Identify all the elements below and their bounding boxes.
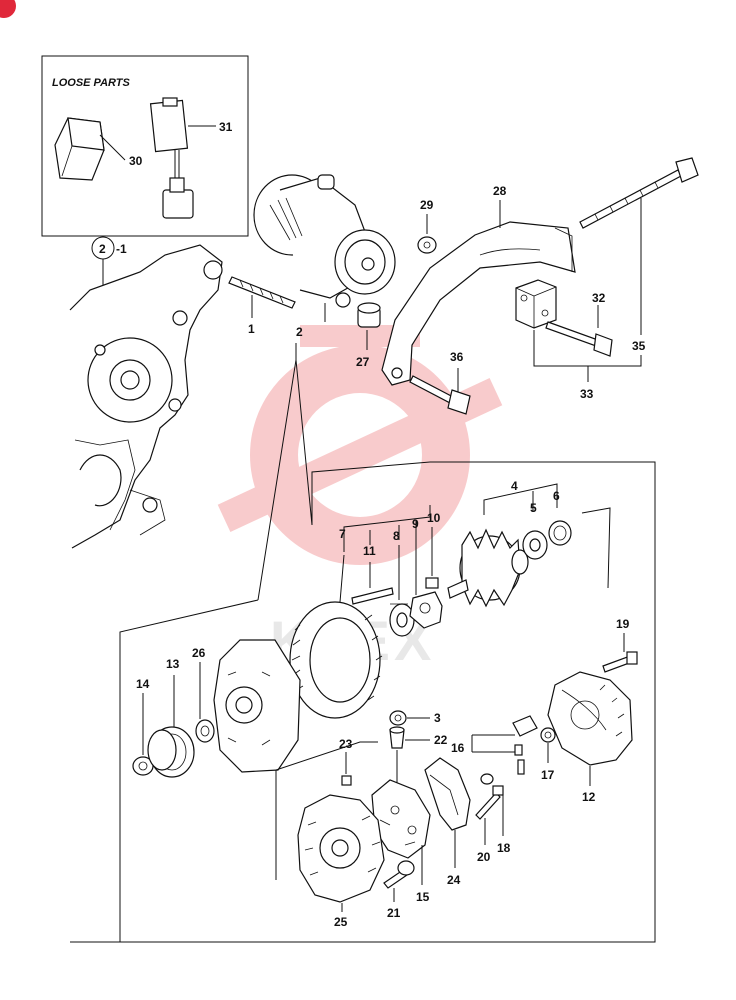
callout-20: 20 xyxy=(477,850,491,864)
stud-part-1 xyxy=(228,276,296,318)
callout-24: 24 xyxy=(447,873,461,887)
exploded-view-frame xyxy=(119,461,656,943)
bolt-part-36 xyxy=(409,375,471,415)
loose-parts-box: LOOSE PARTS 30 31 xyxy=(41,55,249,237)
stator-part-7 xyxy=(289,601,383,719)
callout-30: 30 xyxy=(129,154,143,168)
callout-33: 33 xyxy=(580,387,594,401)
callout-26: 26 xyxy=(192,646,206,660)
callout-31: 31 xyxy=(219,120,233,134)
callout-13: 13 xyxy=(166,657,180,671)
callout-2-1-suffix: -1 xyxy=(116,242,127,256)
callout-32: 32 xyxy=(592,291,606,305)
engine-block xyxy=(69,244,223,549)
relay-part-30 xyxy=(54,117,126,181)
callout-7: 7 xyxy=(339,527,346,541)
callout-35: 35 xyxy=(632,339,646,353)
bolt-part-32 xyxy=(545,321,613,357)
nut-part-17 xyxy=(540,727,556,743)
nut-part-3 xyxy=(389,710,407,726)
bracket-part-28 xyxy=(381,221,576,386)
callout-8: 8 xyxy=(393,529,400,543)
callout-16: 16 xyxy=(451,741,465,755)
callout-23: 23 xyxy=(339,737,353,751)
connector-part-31 xyxy=(149,97,216,219)
loose-parts-title: LOOSE PARTS xyxy=(52,77,130,89)
rotor-part-4 xyxy=(447,528,529,608)
spacer-part-26 xyxy=(195,719,215,743)
rear-frame-part-25 xyxy=(297,794,385,903)
block-part-33 xyxy=(515,279,557,329)
rear-cover-part-12 xyxy=(547,671,633,766)
callout-28: 28 xyxy=(493,184,507,198)
callout-10: 10 xyxy=(427,511,441,525)
callout-4: 4 xyxy=(511,479,518,493)
bolt-part-19 xyxy=(602,651,638,673)
callout-18: 18 xyxy=(497,841,511,855)
stud-part-11 xyxy=(351,587,394,605)
callout-2: 2 xyxy=(296,325,303,339)
plate-part-9 xyxy=(409,591,443,629)
callout-22: 22 xyxy=(434,733,448,747)
callout-14: 14 xyxy=(136,677,150,691)
screw-part-10 xyxy=(425,577,439,589)
nut-part-23 xyxy=(341,775,352,786)
callout-25: 25 xyxy=(334,915,348,929)
callout-11: 11 xyxy=(363,544,376,558)
callout-9: 9 xyxy=(412,517,419,531)
callout-2-1: 2 xyxy=(99,242,106,256)
callout-21: 21 xyxy=(387,906,401,920)
screw-part-20 xyxy=(475,785,504,820)
callout-17: 17 xyxy=(541,768,555,782)
watermark-logo xyxy=(217,325,503,565)
bearing-part-8 xyxy=(389,603,415,637)
callout-3: 3 xyxy=(434,711,441,725)
callout-1: 1 xyxy=(248,322,255,336)
callout-27: 27 xyxy=(356,355,370,369)
callout-36: 36 xyxy=(450,350,464,364)
bearing-part-5 xyxy=(522,530,548,560)
callout-29: 29 xyxy=(420,198,434,212)
corner-marker xyxy=(0,0,16,18)
callout-12: 12 xyxy=(582,790,596,804)
callout-19: 19 xyxy=(616,617,630,631)
long-bolt-part-35 xyxy=(579,157,699,229)
nut-part-27 xyxy=(357,302,381,328)
bolt-part-21 xyxy=(383,860,415,889)
washer-part-29 xyxy=(417,236,437,254)
callout-6: 6 xyxy=(553,489,560,503)
brush-holder-part-24 xyxy=(424,757,471,831)
alternator-assembly xyxy=(253,174,396,308)
terminal-part-16 xyxy=(512,715,538,775)
callout-15: 15 xyxy=(416,890,430,904)
pulley-part-13 xyxy=(147,726,195,778)
ring-part-6 xyxy=(548,520,572,546)
insulator-part-22 xyxy=(389,726,405,749)
nut-part-18 xyxy=(480,773,494,785)
front-housing xyxy=(213,639,301,773)
callout-5: 5 xyxy=(530,501,537,515)
